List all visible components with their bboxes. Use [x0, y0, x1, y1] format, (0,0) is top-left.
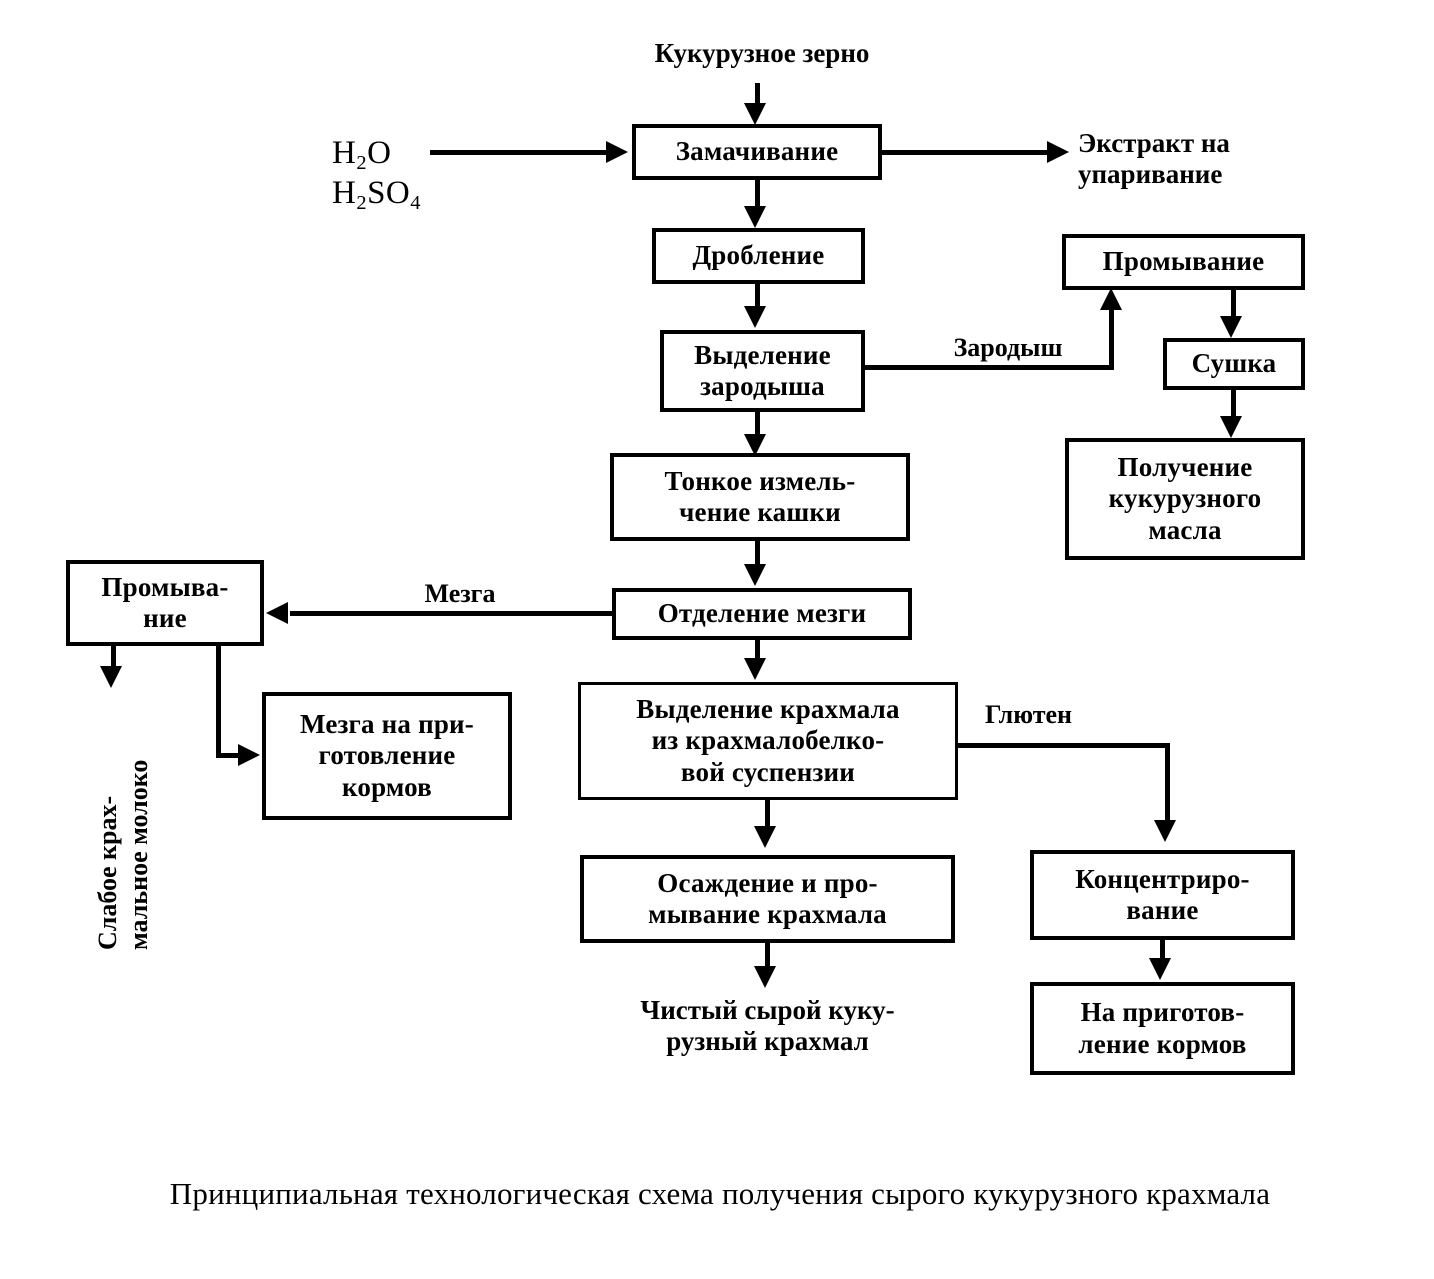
connector-concentration-to-feed	[1160, 940, 1165, 966]
connector-pulp-washing-to-feed-horizontal	[216, 753, 244, 758]
connector-germ-separation-to-fine-grinding	[755, 412, 760, 444]
connector-steeping-to-extract	[882, 150, 1057, 155]
process-box-crushing[interactable]: Дробление	[652, 228, 865, 284]
arrowhead-pulp-separation-to-starch-separation	[744, 658, 766, 680]
connector-germ-washing-to-drying	[1231, 290, 1236, 322]
flow-label-germ: Зародыш	[953, 333, 1063, 362]
connector-germ-branch-vertical	[1109, 296, 1114, 368]
connector-pulp-to-washing	[290, 611, 614, 616]
arrowhead-starch-separation-to-precipitation	[754, 826, 776, 848]
arrowhead-fine-grinding-to-pulp-separation	[744, 564, 766, 586]
arrowhead-grain-to-steeping	[744, 103, 766, 125]
connector-reagents-to-steeping	[430, 150, 612, 155]
arrowhead-crushing-to-germ-separation	[744, 306, 766, 328]
arrowhead-germ-to-washing	[1100, 288, 1122, 310]
arrowhead-pulp-washing-to-feed	[238, 744, 260, 766]
connector-pulp-washing-to-weak-starch-milk	[111, 646, 116, 674]
connector-gluten-vertical	[1165, 743, 1170, 826]
process-box-gluten-concentration[interactable]: Концентриро- вание	[1030, 850, 1295, 940]
arrowhead-precipitation-to-clean-starch	[754, 966, 776, 988]
output-label-clean-raw-corn-starch: Чистый сырой куку- рузный крахмал	[640, 995, 895, 1057]
arrowhead-germ-washing-to-drying	[1220, 316, 1242, 338]
output-label-extract-to-evaporation: Экстракт на упаривание	[1078, 128, 1230, 190]
process-box-corn-oil-production[interactable]: Получение кукурузного масла	[1065, 438, 1305, 560]
arrowhead-pulp-to-washing	[266, 602, 288, 624]
arrowhead-germ-separation-to-fine-grinding	[744, 434, 766, 456]
connector-fine-grinding-to-pulp-separation	[755, 541, 760, 571]
connector-pulp-washing-to-feed-vertical	[216, 640, 221, 758]
connector-pulp-separation-to-starch-separation	[755, 640, 760, 664]
process-box-steeping[interactable]: Замачивание	[632, 124, 882, 180]
arrowhead-drying-to-corn-oil	[1220, 416, 1242, 438]
process-box-pulp-washing[interactable]: Промыва- ние	[66, 560, 264, 646]
process-box-precipitation-washing[interactable]: Осаждение и про- мывание крахмала	[580, 855, 955, 943]
connector-crushing-to-germ-separation	[755, 284, 760, 316]
arrowhead-steeping-to-crushing	[744, 206, 766, 228]
process-box-gluten-to-feed[interactable]: На приготов- ление кормов	[1030, 982, 1295, 1075]
connector-gluten-horizontal	[958, 743, 1170, 748]
connector-drying-to-corn-oil	[1231, 390, 1236, 428]
input-label-corn-grain: Кукурузное зерно	[654, 38, 870, 68]
figure-caption: Принципиальная технологическая схема пол…	[169, 1176, 1271, 1211]
connector-starch-separation-to-precipitation	[765, 800, 770, 832]
arrowhead-gluten-to-concentration	[1154, 820, 1176, 842]
flow-label-gluten: Глютен	[985, 700, 1073, 729]
connector-steeping-to-crushing	[755, 180, 760, 214]
arrowhead-concentration-to-feed	[1149, 958, 1171, 980]
connector-germ-branch-horizontal	[865, 365, 1114, 370]
arrowhead-steeping-to-extract	[1047, 141, 1069, 163]
process-box-starch-separation[interactable]: Выделение крахмала из крахмалобелко- вой…	[578, 682, 958, 800]
process-box-germ-drying[interactable]: Сушка	[1163, 338, 1305, 390]
output-label-weak-starch-milk: Слабое крах- мальное молоко	[93, 759, 154, 950]
process-box-germ-washing[interactable]: Промывание	[1062, 234, 1305, 290]
process-box-fine-grinding[interactable]: Тонкое измель- чение кашки	[610, 453, 910, 541]
arrowhead-reagents-to-steeping	[606, 141, 628, 163]
process-box-pulp-to-feed[interactable]: Мезга на при- готовление кормов	[262, 692, 512, 820]
connector-grain-to-steeping	[755, 83, 760, 109]
flow-label-pulp: Мезга	[424, 579, 496, 608]
arrowhead-weak-starch-milk	[100, 666, 122, 688]
process-box-germ-separation[interactable]: Выделение зародыша	[660, 330, 865, 412]
connector-precipitation-to-clean-starch	[765, 943, 770, 973]
input-label-sulfuric-acid: H2SO4	[332, 175, 421, 215]
process-box-pulp-separation[interactable]: Отделение мезги	[612, 588, 912, 640]
input-label-water: H2O	[332, 135, 392, 175]
